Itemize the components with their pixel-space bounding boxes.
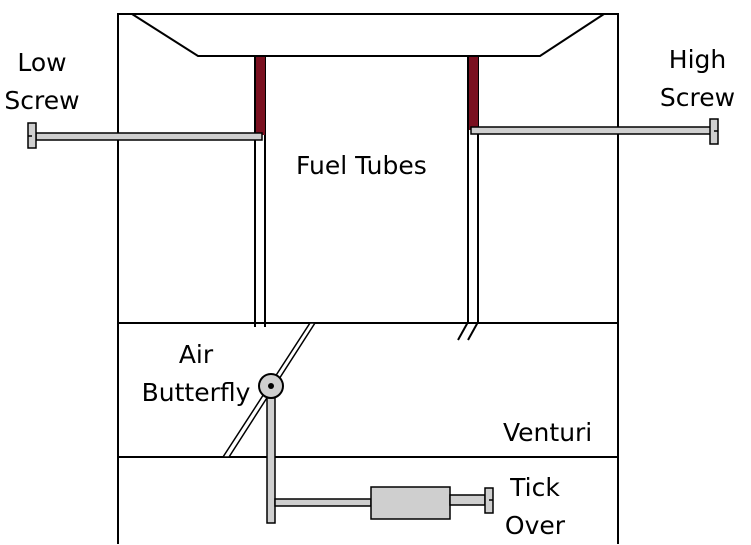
right-fuel-tube [457, 56, 479, 341]
air-butterfly-label: Air Butterfly [141, 340, 251, 407]
inlet-funnel [131, 13, 605, 57]
fuel-tubes-label: Fuel Tubes [296, 151, 427, 180]
venturi-label: Venturi [503, 418, 593, 447]
low-screw-label: Low Screw [4, 48, 80, 115]
tick-over-screw[interactable] [274, 486, 494, 520]
throttle-arm [266, 385, 276, 524]
right-fuel-seal [469, 57, 478, 130]
tick-over-label: Tick Over [504, 473, 566, 540]
left-fuel-tube [254, 56, 266, 327]
low-screw[interactable] [27, 122, 263, 149]
high-screw-label: High Screw [659, 45, 736, 112]
tick-over-body [370, 486, 451, 520]
carburettor-body [117, 13, 619, 544]
high-screw[interactable] [470, 118, 719, 145]
left-fuel-seal [256, 57, 265, 135]
